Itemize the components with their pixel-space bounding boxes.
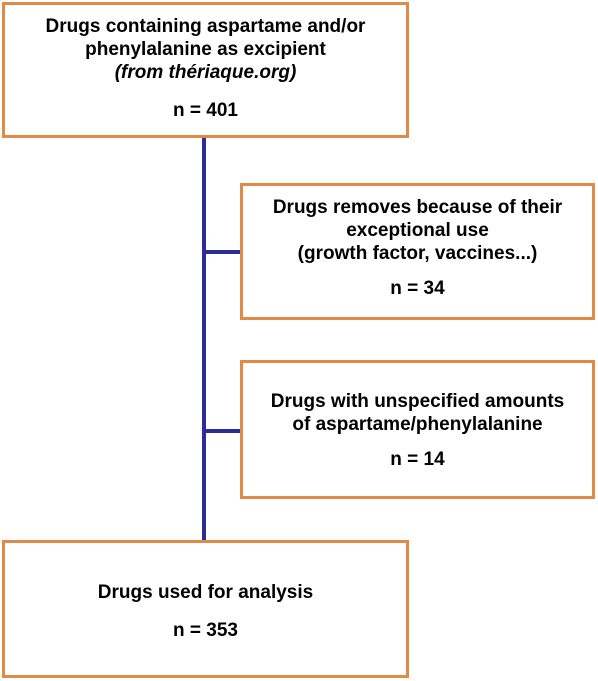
initial-box-line-2: phenylalanine as excipient	[85, 39, 326, 60]
final-analysis-box: Drugs used for analysis n = 353	[2, 540, 409, 678]
exclusion-1-line-3: (growth factor, vaccines...)	[297, 243, 538, 264]
final-box-line-1: Drugs used for analysis	[97, 582, 314, 603]
exclusion-box-exceptional-use: Drugs removes because of their exception…	[240, 183, 595, 320]
final-box-count: n = 353	[173, 620, 238, 641]
exclusion-1-count: n = 34	[390, 278, 445, 299]
exclusion-2-count: n = 14	[390, 449, 445, 470]
exclusion-2-line-1: Drugs with unspecified amounts	[270, 391, 565, 412]
exclusion-2-line-2: of aspartame/phenylalanine	[292, 414, 543, 435]
initial-box-line-1: Drugs containing aspartame and/or	[45, 16, 366, 37]
initial-box-count: n = 401	[173, 100, 238, 121]
exclusion-2-connector	[202, 429, 242, 433]
exclusion-1-connector	[202, 250, 242, 254]
initial-box-source: (from thériaque.org)	[114, 62, 297, 83]
exclusion-1-line-1: Drugs removes because of their	[272, 197, 563, 218]
exclusion-1-line-2: exceptional use	[346, 220, 489, 241]
initial-drugs-box: Drugs containing aspartame and/or phenyl…	[2, 2, 409, 138]
main-flow-connector	[202, 138, 206, 541]
exclusion-box-unspecified-amounts: Drugs with unspecified amounts of aspart…	[240, 360, 595, 499]
